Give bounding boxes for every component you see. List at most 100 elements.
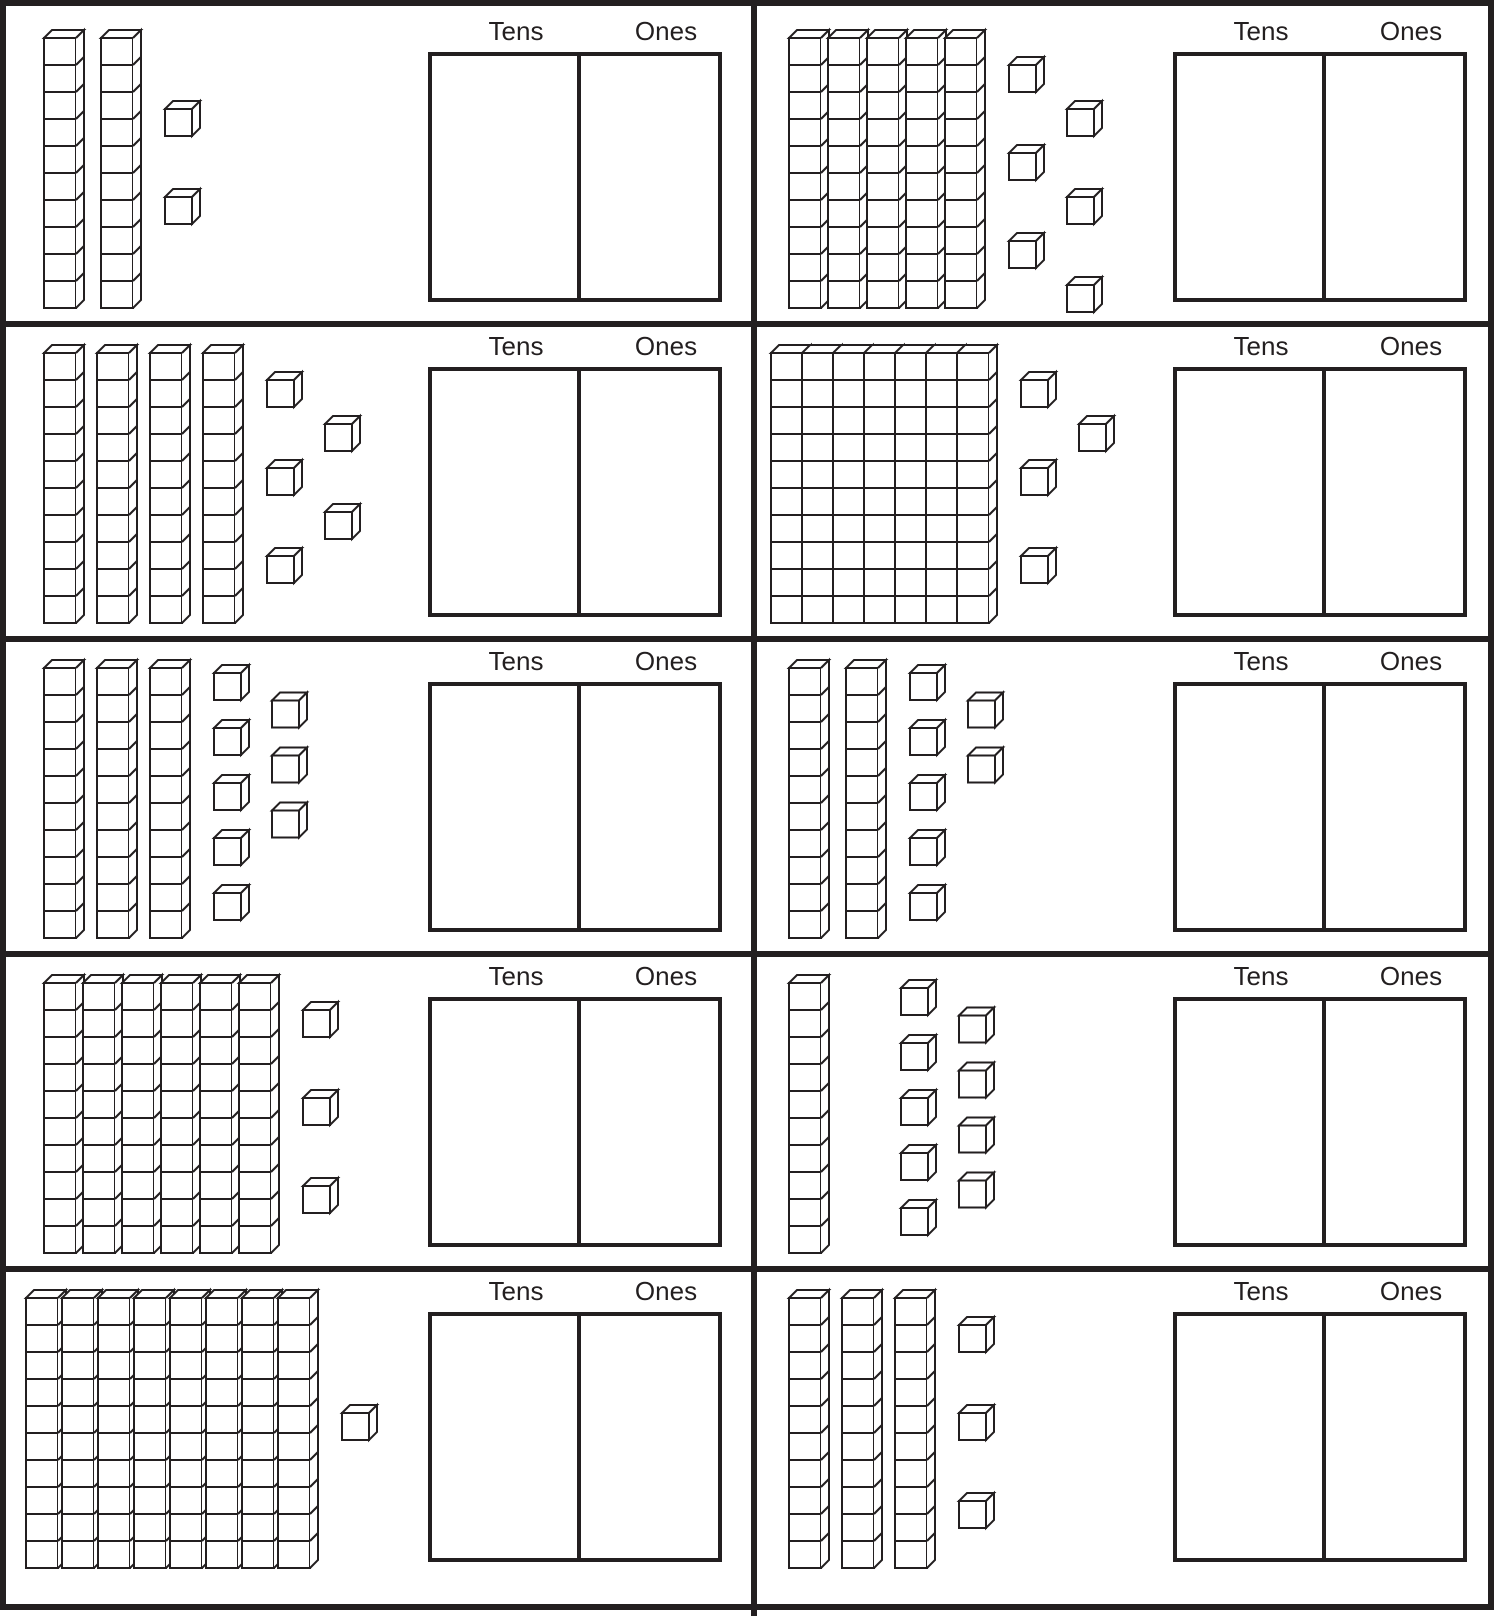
base-ten-blocks (751, 6, 1171, 324)
ones-header: Ones (606, 16, 726, 47)
ones-answer-box[interactable] (1326, 1001, 1463, 1243)
tens-answer-box[interactable] (1177, 686, 1322, 928)
tens-rod-icon (161, 975, 201, 1253)
ones-answer-box[interactable] (581, 371, 718, 613)
tens-rod-icon (242, 1290, 282, 1568)
tens-answer-box[interactable] (432, 1316, 577, 1558)
unit-cube-icon (910, 775, 945, 810)
unit-cube-icon (901, 1200, 936, 1235)
unit-cube-icon (1067, 101, 1102, 136)
tens-rod-icon (97, 345, 137, 623)
ones-answer-box[interactable] (1326, 371, 1463, 613)
unit-cube-icon (267, 372, 302, 407)
tens-rod-icon (83, 975, 123, 1253)
tens-rod-icon (895, 1290, 935, 1568)
ones-answer-box[interactable] (581, 686, 718, 928)
tens-rod-icon (906, 30, 946, 308)
ones-answer-box[interactable] (581, 1316, 718, 1558)
tens-rod-icon (828, 30, 868, 308)
base-ten-blocks (6, 6, 426, 324)
ones-header: Ones (1351, 646, 1471, 677)
ones-header: Ones (606, 961, 726, 992)
ones-header: Ones (606, 1276, 726, 1307)
tens-rod-icon (867, 30, 907, 308)
unit-cube-icon (1009, 145, 1044, 180)
unit-cube-icon (342, 1405, 377, 1440)
unit-cube-icon (303, 1178, 338, 1213)
tens-rod-icon (44, 345, 84, 623)
place-value-chart (1173, 997, 1467, 1247)
ones-header: Ones (1351, 961, 1471, 992)
base-ten-blocks (6, 951, 426, 1269)
tens-rod-icon (98, 1290, 138, 1568)
problem-cell: Tens Ones (6, 321, 743, 639)
tens-rod-icon (789, 975, 829, 1253)
base-ten-blocks (6, 321, 426, 639)
unit-cube-icon (901, 980, 936, 1015)
tens-answer-box[interactable] (432, 56, 577, 298)
unit-cube-icon (165, 101, 200, 136)
unit-cube-icon (1079, 416, 1114, 451)
ones-answer-box[interactable] (1326, 56, 1463, 298)
ones-answer-box[interactable] (1326, 686, 1463, 928)
tens-rod-icon (150, 345, 190, 623)
unit-cube-icon (910, 885, 945, 920)
unit-cube-icon (303, 1002, 338, 1037)
problem-cell: Tens Ones (751, 951, 1488, 1269)
tens-rod-icon (789, 1290, 829, 1568)
unit-cube-icon (214, 720, 249, 755)
ones-header: Ones (1351, 16, 1471, 47)
tens-answer-box[interactable] (432, 686, 577, 928)
tens-header: Tens (1201, 331, 1321, 362)
tens-header: Tens (1201, 646, 1321, 677)
unit-cube-icon (959, 1405, 994, 1440)
unit-cube-icon (959, 1063, 994, 1098)
unit-cube-icon (959, 1317, 994, 1352)
tens-rod-icon (206, 1290, 246, 1568)
tens-rod-icon (101, 30, 141, 308)
tens-rod-icon (200, 975, 240, 1253)
tens-answer-box[interactable] (432, 371, 577, 613)
place-value-chart (428, 682, 722, 932)
ones-header: Ones (606, 646, 726, 677)
tens-rod-icon (26, 1290, 66, 1568)
place-value-chart (1173, 52, 1467, 302)
place-value-chart (1173, 682, 1467, 932)
problem-cell: Tens Ones (751, 6, 1488, 324)
tens-rod-icon (134, 1290, 174, 1568)
ones-answer-box[interactable] (1326, 1316, 1463, 1558)
ones-answer-box[interactable] (581, 1001, 718, 1243)
tens-answer-box[interactable] (1177, 56, 1322, 298)
problem-cell: Tens Ones (751, 321, 1488, 639)
tens-header: Tens (456, 961, 576, 992)
problem-cell: Tens Ones (751, 636, 1488, 954)
ones-header: Ones (1351, 1276, 1471, 1307)
unit-cube-icon (910, 665, 945, 700)
tens-answer-box[interactable] (1177, 1001, 1322, 1243)
unit-cube-icon (959, 1118, 994, 1153)
unit-cube-icon (214, 665, 249, 700)
base-ten-blocks (6, 636, 426, 954)
tens-answer-box[interactable] (432, 1001, 577, 1243)
unit-cube-icon (214, 775, 249, 810)
unit-cube-icon (959, 1008, 994, 1043)
unit-cube-icon (267, 460, 302, 495)
tens-rod-icon (97, 660, 137, 938)
unit-cube-icon (910, 720, 945, 755)
tens-answer-box[interactable] (1177, 371, 1322, 613)
unit-cube-icon (1009, 57, 1044, 92)
unit-cube-icon (214, 830, 249, 865)
ones-header: Ones (606, 331, 726, 362)
tens-rod-icon (44, 975, 84, 1253)
base-ten-blocks (751, 1266, 1171, 1584)
unit-cube-icon (910, 830, 945, 865)
tens-header: Tens (1201, 961, 1321, 992)
unit-cube-icon (1021, 460, 1056, 495)
tens-answer-box[interactable] (1177, 1316, 1322, 1558)
unit-cube-icon (901, 1145, 936, 1180)
problem-cell: Tens Ones (6, 1266, 743, 1584)
tens-rod-icon (44, 30, 84, 308)
unit-cube-icon (968, 693, 1003, 728)
unit-cube-icon (1009, 233, 1044, 268)
ones-answer-box[interactable] (581, 56, 718, 298)
